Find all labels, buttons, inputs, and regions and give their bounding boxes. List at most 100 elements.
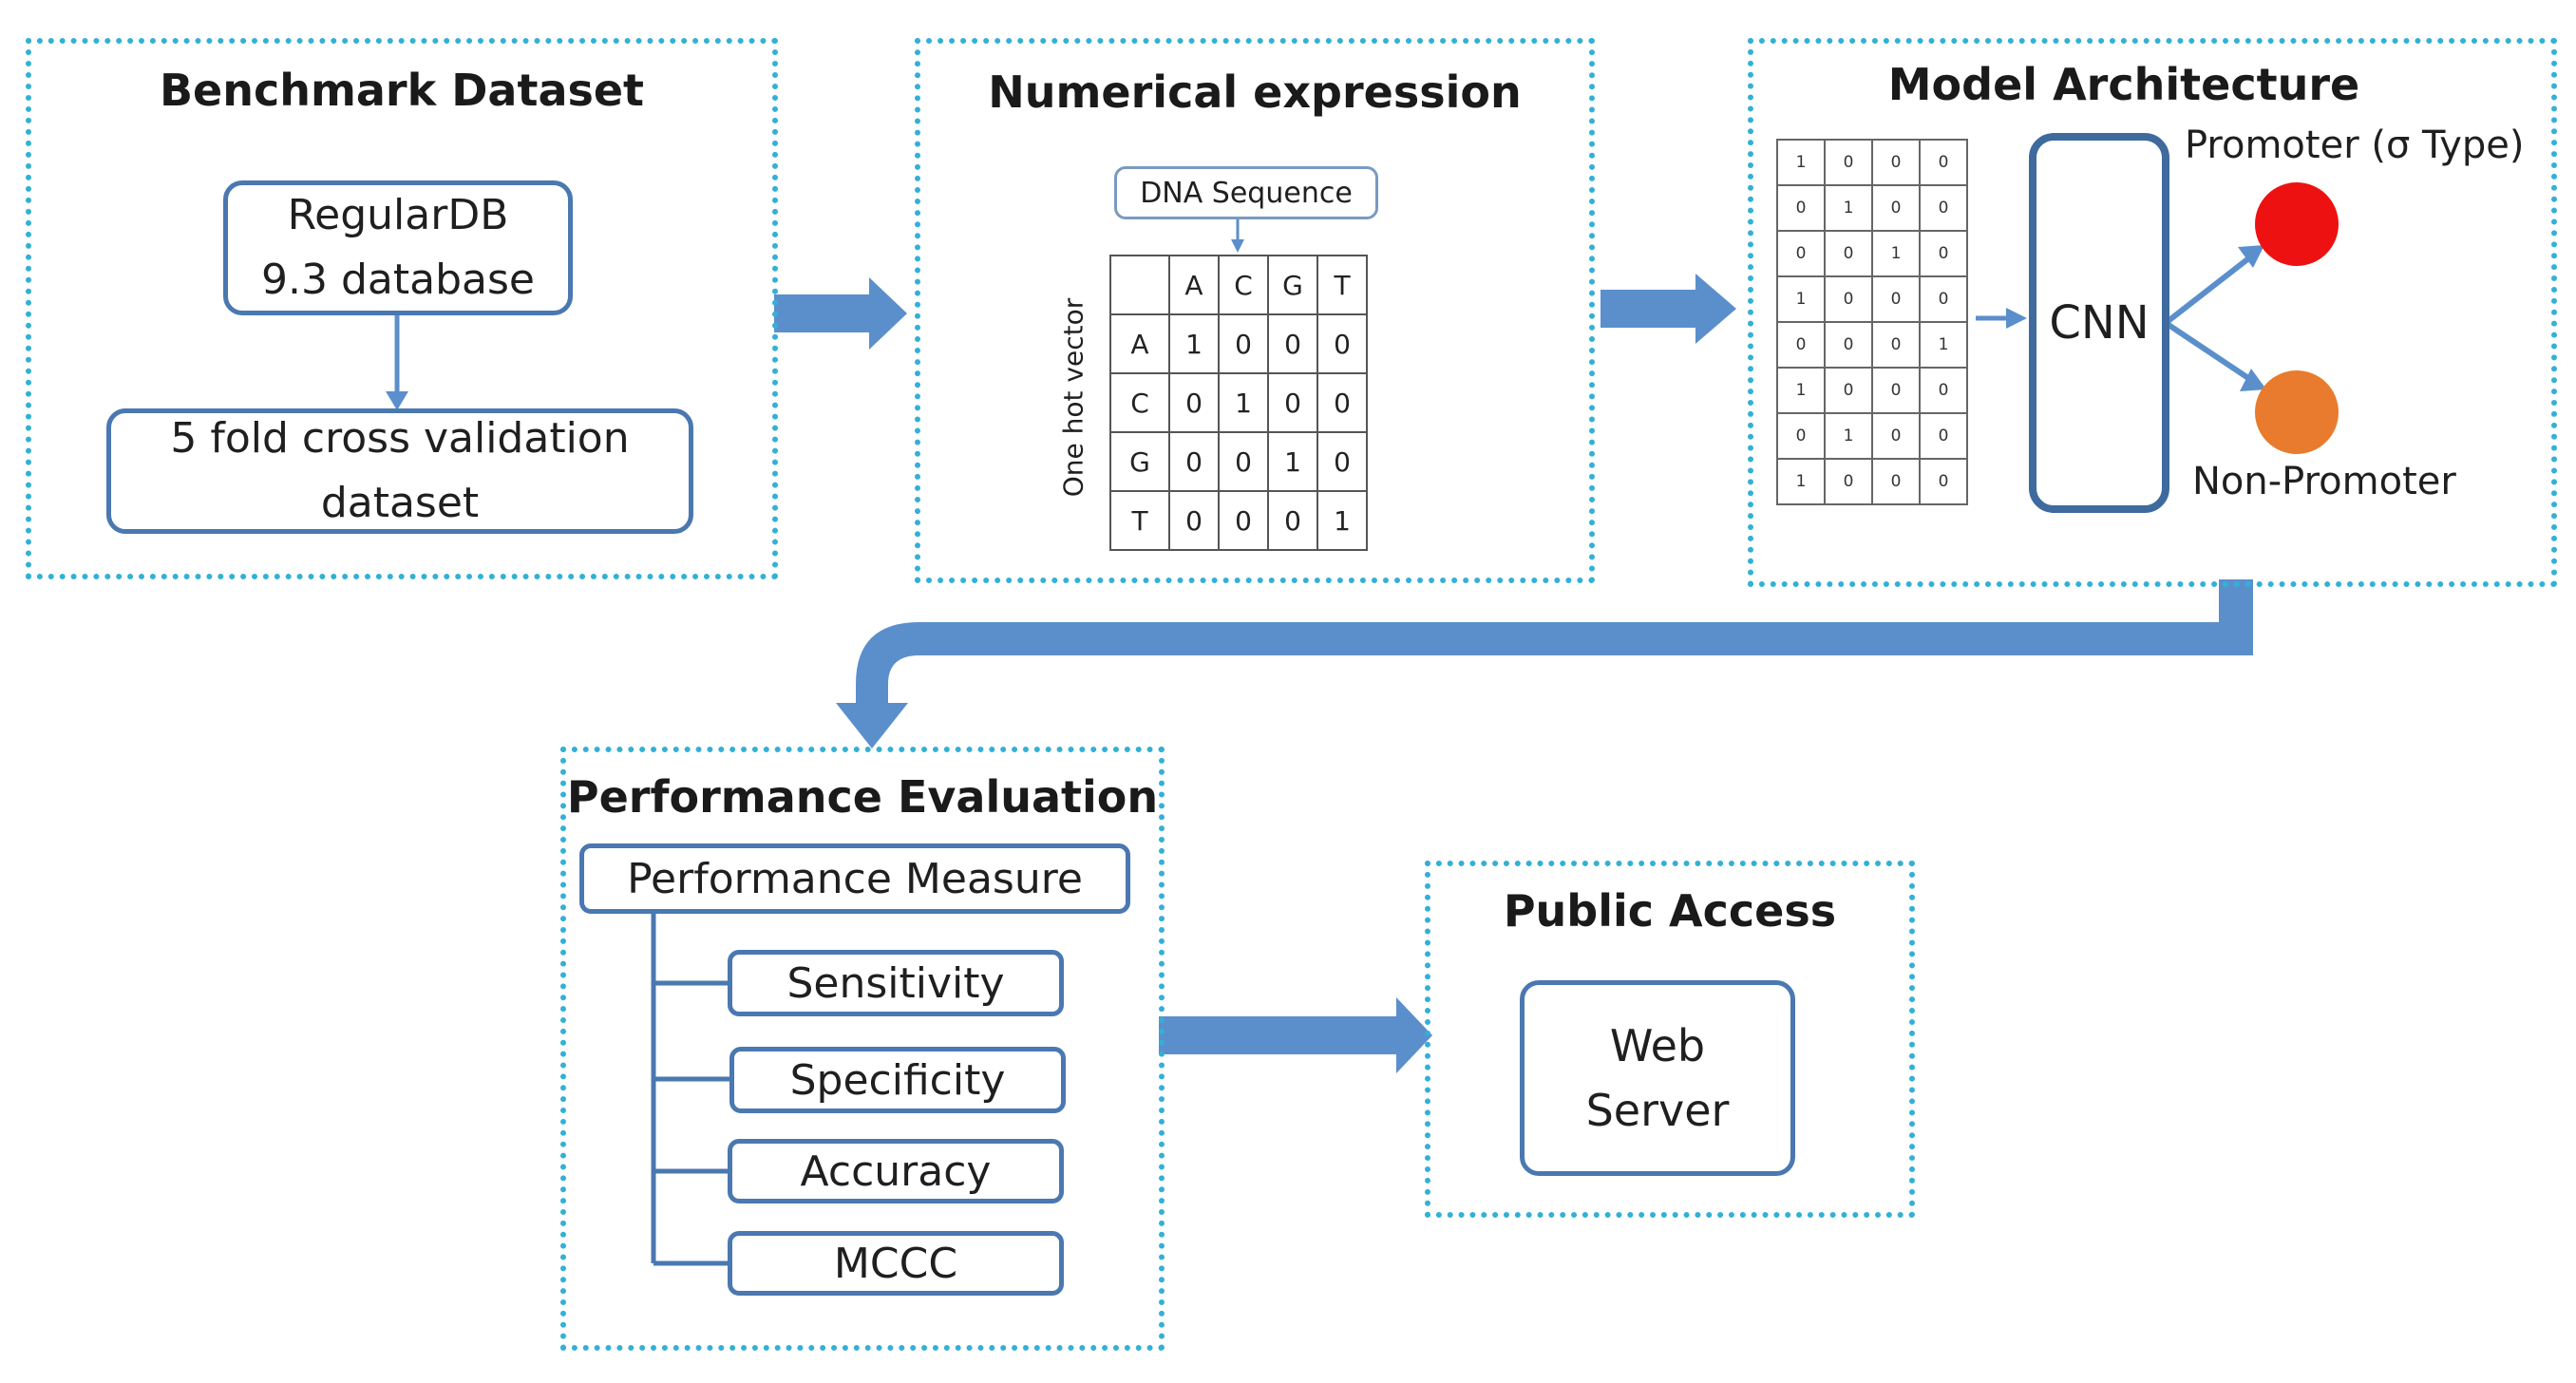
numerical-title: Numerical expression bbox=[988, 66, 1522, 118]
metric-specificity-box: Specificity bbox=[729, 1047, 1066, 1113]
web-server-line2: Server bbox=[1585, 1085, 1730, 1136]
metric-accuracy-box: Accuracy bbox=[728, 1139, 1064, 1203]
table-cell: 1 bbox=[1776, 458, 1826, 505]
table-cell: 0 bbox=[1776, 184, 1826, 232]
table-cell: 0 bbox=[1919, 458, 1968, 505]
table-cell: 0 bbox=[1776, 321, 1826, 369]
table-cell: A bbox=[1109, 313, 1170, 374]
table-cell: 0 bbox=[1316, 372, 1368, 433]
model-title: Model Architecture bbox=[1887, 59, 2360, 110]
table-cell: T bbox=[1109, 490, 1170, 551]
web-server-box: Web Server bbox=[1520, 980, 1795, 1176]
table-cell: 1 bbox=[1824, 184, 1873, 232]
table-cell: 0 bbox=[1267, 313, 1318, 374]
arrow-performance-to-public bbox=[1159, 997, 1432, 1073]
table-cell: 1 bbox=[1824, 412, 1873, 460]
promoter-node bbox=[2255, 182, 2339, 266]
table-cell: 0 bbox=[1824, 321, 1873, 369]
table-cell: 0 bbox=[1218, 431, 1269, 492]
table-cell: 0 bbox=[1168, 490, 1220, 551]
table-cell: 0 bbox=[1168, 431, 1220, 492]
table-cell: 0 bbox=[1871, 458, 1921, 505]
table-cell: 0 bbox=[1316, 313, 1368, 374]
table-cell: 0 bbox=[1919, 184, 1968, 232]
table-cell: C bbox=[1218, 255, 1269, 315]
table-cell: 0 bbox=[1871, 139, 1921, 186]
table-cell: 0 bbox=[1218, 313, 1269, 374]
table-cell bbox=[1109, 255, 1170, 315]
benchmark-title: Benchmark Dataset bbox=[159, 65, 645, 116]
metric-sensitivity-box: Sensitivity bbox=[728, 950, 1064, 1016]
table-cell: 0 bbox=[1267, 490, 1318, 551]
table-cell: 0 bbox=[1871, 184, 1921, 232]
table-cell: 0 bbox=[1919, 139, 1968, 186]
table-cell: 1 bbox=[1919, 321, 1968, 369]
arrow-model-to-performance bbox=[836, 579, 2253, 748]
table-cell: 1 bbox=[1316, 490, 1368, 551]
table-cell: A bbox=[1168, 255, 1220, 315]
benchmark-dataset-panel: Benchmark Dataset bbox=[26, 38, 778, 579]
non-promoter-node bbox=[2255, 370, 2339, 454]
table-cell: T bbox=[1316, 255, 1368, 315]
table-cell: 0 bbox=[1316, 431, 1368, 492]
regulardb-box: RegularDB 9.3 database bbox=[223, 180, 573, 315]
cv-line1: 5 fold cross validation bbox=[170, 414, 630, 463]
table-cell: 0 bbox=[1824, 230, 1873, 277]
performance-title: Performance Evaluation bbox=[566, 771, 1159, 823]
arrow-numerical-to-model bbox=[1601, 274, 1736, 344]
table-cell: 1 bbox=[1776, 139, 1826, 186]
table-cell: 0 bbox=[1824, 458, 1873, 505]
metric-mccc-box: MCCC bbox=[728, 1231, 1064, 1296]
cross-validation-box: 5 fold cross validation dataset bbox=[106, 408, 693, 534]
table-cell: 0 bbox=[1824, 367, 1873, 414]
performance-evaluation-panel: Performance Evaluation bbox=[560, 747, 1165, 1351]
table-cell: G bbox=[1267, 255, 1318, 315]
numerical-expression-panel: Numerical expression bbox=[915, 38, 1595, 583]
table-cell: C bbox=[1109, 372, 1170, 433]
dna-sequence-label: DNA Sequence bbox=[1114, 166, 1378, 219]
table-cell: 1 bbox=[1168, 313, 1220, 374]
table-cell: 0 bbox=[1168, 372, 1220, 433]
table-cell: 0 bbox=[1919, 230, 1968, 277]
table-cell: 0 bbox=[1871, 321, 1921, 369]
table-cell: 1 bbox=[1218, 372, 1269, 433]
cnn-to-nonpromoter-arrow bbox=[2164, 320, 2253, 383]
table-cell: 0 bbox=[1824, 139, 1873, 186]
non-promoter-label: Non-Promoter bbox=[2192, 460, 2456, 503]
table-cell: 1 bbox=[1267, 431, 1318, 492]
public-title: Public Access bbox=[1503, 885, 1837, 937]
regulardb-line2: 9.3 database bbox=[261, 256, 535, 304]
table-cell: 1 bbox=[1776, 367, 1826, 414]
table-cell: 0 bbox=[1919, 367, 1968, 414]
promoter-label: Promoter (σ Type) bbox=[2185, 123, 2525, 167]
table-cell: 1 bbox=[1776, 275, 1826, 323]
table-cell: 0 bbox=[1776, 230, 1826, 277]
web-server-line1: Web bbox=[1609, 1020, 1706, 1071]
arrow-benchmark-to-numerical bbox=[774, 277, 907, 350]
table-cell: 0 bbox=[1776, 412, 1826, 460]
cv-line2: dataset bbox=[320, 479, 480, 527]
cnn-block: CNN bbox=[2029, 133, 2169, 513]
performance-measure-box: Performance Measure bbox=[579, 843, 1130, 914]
regulardb-line1: RegularDB bbox=[287, 191, 509, 239]
one-hot-vector-label: One hot vector bbox=[1057, 297, 1089, 498]
table-cell: 0 bbox=[1824, 275, 1873, 323]
metric-tree-lines bbox=[651, 914, 729, 1266]
table-cell: 0 bbox=[1919, 275, 1968, 323]
table-cell: 0 bbox=[1871, 412, 1921, 460]
